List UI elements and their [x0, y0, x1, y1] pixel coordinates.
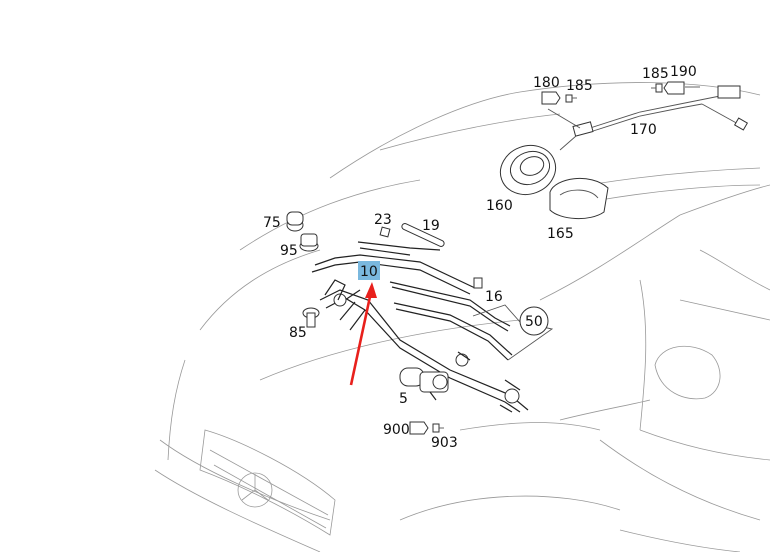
callout-185a[interactable]: 185	[566, 78, 593, 94]
part-bolt-85	[302, 307, 320, 328]
callout-16[interactable]: 16	[485, 289, 503, 305]
part-connector-185b	[651, 83, 663, 93]
callout-85[interactable]: 85	[289, 325, 307, 341]
part-wiper-blade-16	[389, 281, 511, 332]
callout-160[interactable]: 160	[486, 198, 513, 214]
part-wiper-linkage	[319, 279, 529, 413]
part-hose-19	[401, 223, 445, 247]
callout-23[interactable]: 23	[374, 212, 392, 228]
callout-180[interactable]: 180	[533, 75, 560, 91]
highlight-box	[358, 261, 380, 280]
part-wiper-arm-10	[311, 241, 483, 295]
pointer-arrow	[349, 282, 377, 386]
callout-170[interactable]: 170	[630, 122, 657, 138]
callout-165[interactable]: 165	[547, 226, 574, 242]
part-connector-900	[409, 421, 429, 435]
part-motor-5	[399, 367, 449, 401]
callout-5[interactable]: 5	[399, 391, 408, 407]
part-connector-180	[541, 91, 561, 105]
part-cap-75	[286, 211, 304, 232]
callout-75[interactable]: 75	[263, 215, 281, 231]
callout-900[interactable]: 900	[383, 422, 410, 438]
callout-190[interactable]: 190	[670, 64, 697, 80]
part-harness-170	[559, 85, 749, 151]
part-connector-185a	[565, 94, 577, 103]
vehicle-outline	[154, 82, 770, 552]
part-clip-23	[379, 226, 391, 238]
part-speaker-160	[499, 144, 557, 196]
callout-95[interactable]: 95	[280, 243, 298, 259]
part-connector-190	[663, 81, 685, 95]
callout-50[interactable]: 50	[525, 314, 543, 330]
callout-185b[interactable]: 185	[642, 66, 669, 82]
part-bracket-165	[549, 177, 609, 219]
callout-19[interactable]: 19	[422, 218, 440, 234]
part-nut-95	[299, 233, 319, 252]
callout-50-circle[interactable]: 50	[519, 306, 549, 336]
callout-10[interactable]: 10	[360, 264, 378, 280]
leader-lines	[547, 86, 700, 129]
part-connector-903	[432, 423, 444, 433]
callout-903[interactable]: 903	[431, 435, 458, 451]
